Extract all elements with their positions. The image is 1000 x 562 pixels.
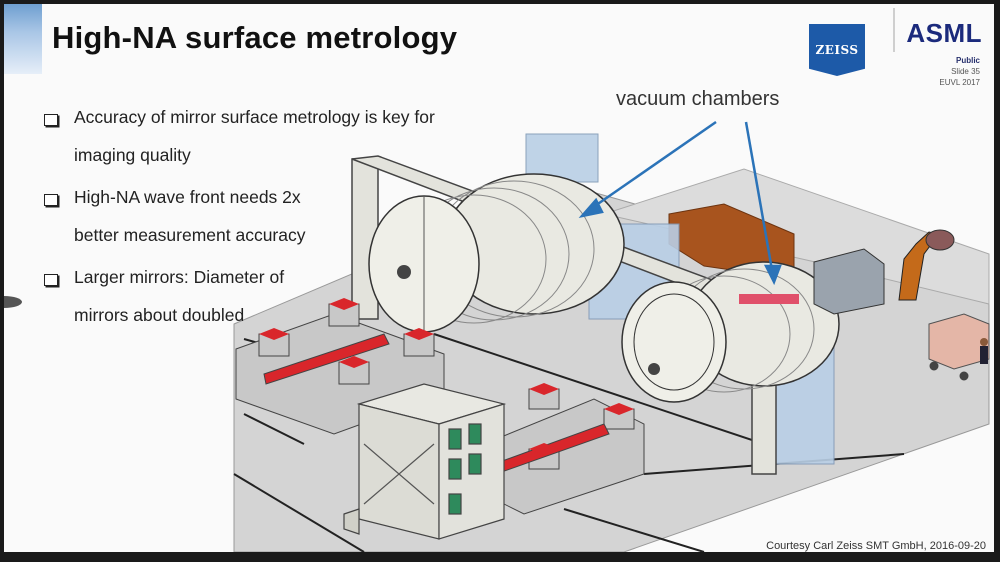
header-divider	[893, 8, 895, 52]
slide-title: High-NA surface metrology	[52, 20, 458, 55]
arrowhead-right	[763, 264, 782, 286]
asml-logo: ASML	[906, 18, 982, 48]
image-credit: Courtesy Carl Zeiss SMT GmbH, 2016-09-20	[766, 540, 986, 552]
bullet-line: mirrors about doubled	[74, 305, 245, 325]
bullet-line: High-NA wave front needs 2x	[74, 187, 301, 207]
corner-decoration	[4, 4, 42, 74]
arrow-to-left-chamber	[591, 120, 717, 210]
bullet-line: Larger mirrors: Diameter of	[74, 267, 285, 287]
bullet-item: Larger mirrors: Diameter of mirrors abou…	[44, 267, 494, 334]
person-figure	[980, 338, 988, 364]
classification-label: Public	[955, 56, 980, 65]
bullet-line: better measurement accuracy	[74, 225, 306, 245]
checkbox-bullet-icon	[44, 274, 58, 286]
vacuum-chamber-right	[621, 261, 840, 403]
red-markers-right	[529, 383, 634, 455]
bullet-list: Accuracy of mirror surface metrology is …	[44, 107, 494, 348]
arrow-to-right-chamber	[744, 121, 774, 271]
bullet-text: Accuracy of mirror surface metrology is …	[74, 98, 435, 174]
slide-number: Slide 35	[951, 67, 980, 76]
bullet-text: High-NA wave front needs 2x better measu…	[74, 178, 306, 254]
facility-illustration	[4, 120, 990, 552]
bullet-item: High-NA wave front needs 2x better measu…	[44, 187, 494, 254]
transport-cart	[928, 313, 990, 381]
red-markers-left	[259, 298, 434, 368]
bullet-text: Larger mirrors: Diameter of mirrors abou…	[74, 258, 284, 334]
zeiss-logo: ZEISS	[809, 24, 865, 76]
equipment-cabinet	[813, 248, 885, 315]
bullet-line: Accuracy of mirror surface metrology is …	[74, 107, 435, 127]
callout-arrows	[578, 120, 782, 286]
cleanroom-tower	[343, 383, 507, 540]
bullet-item: Accuracy of mirror surface metrology is …	[44, 107, 494, 174]
slide: High-NA surface metrology ZEISS ASML Pub…	[4, 4, 994, 552]
arrowhead-left	[578, 197, 604, 218]
bullet-line: imaging quality	[74, 145, 191, 165]
vacuum-chamber-left	[368, 173, 625, 333]
checkbox-bullet-icon	[44, 114, 58, 126]
conference-label: EUVL 2017	[939, 78, 980, 87]
checkbox-bullet-icon	[44, 194, 58, 206]
robot-arm	[4, 229, 955, 308]
vacuum-chambers-callout: vacuum chambers	[616, 88, 780, 110]
